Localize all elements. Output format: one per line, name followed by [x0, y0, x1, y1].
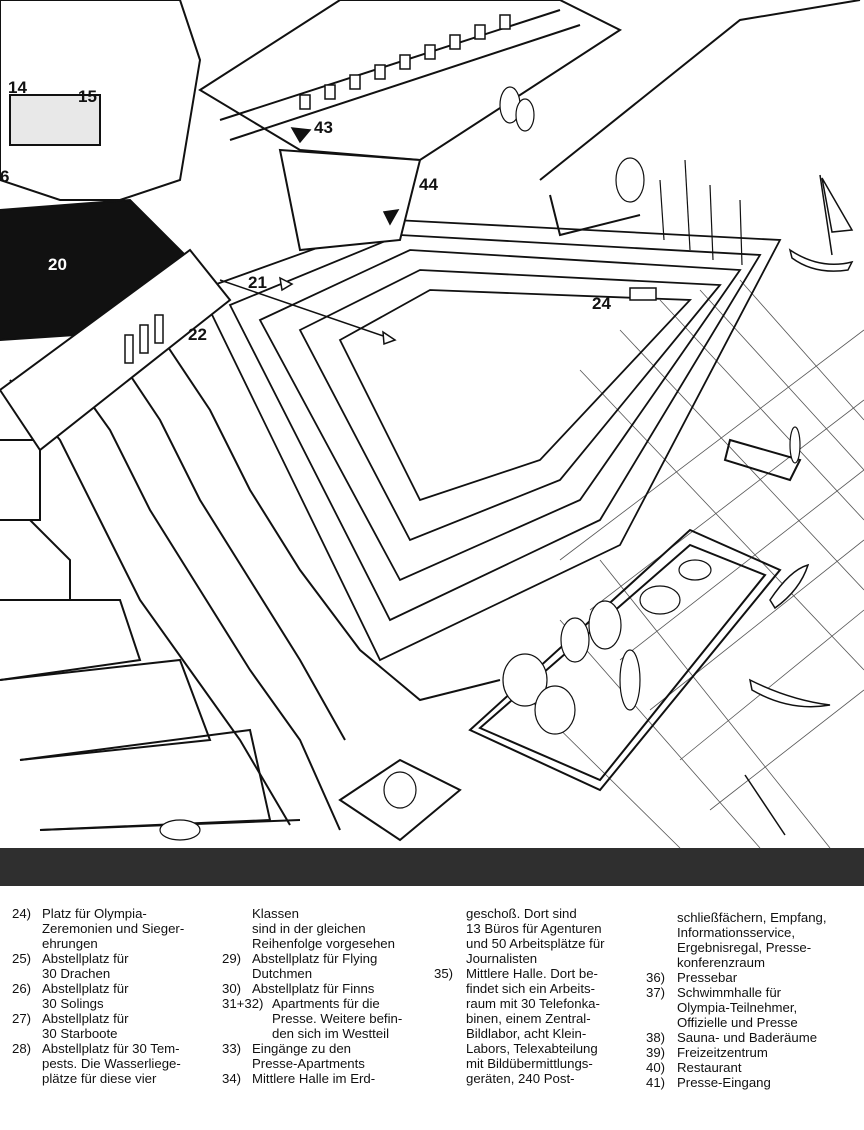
- callout-44: 44: [419, 175, 438, 194]
- legend-entry-35: 35) Mittlere Halle. Dort be- findet sich…: [434, 966, 600, 1086]
- callout-43: 43: [314, 118, 333, 137]
- legend-column-1: 24) Platz für Olympia- Zeremonien und Si…: [12, 906, 217, 1086]
- trees: [159, 86, 801, 841]
- legend-entry-24: 24) Platz für Olympia- Zeremonien und Si…: [12, 906, 185, 951]
- dark-divider-band: [0, 848, 864, 886]
- legend-continuation: schließfächern, Empfang, Informationsser…: [677, 910, 827, 970]
- callout-15: 15: [78, 87, 97, 106]
- callout-14: 14: [8, 78, 27, 97]
- callout-24: 24: [592, 294, 611, 313]
- legend-entry-41: 41) Presse-Eingang: [646, 1075, 771, 1090]
- legend-entry-27: 27) Abstellplatz für 30 Starboote: [12, 1011, 129, 1041]
- legend-column-4: schließfächern, Empfang, Informationsser…: [646, 910, 861, 1090]
- callout-22: 22: [188, 325, 207, 344]
- legend-entry-25: 25) Abstellplatz für 30 Drachen: [12, 951, 129, 981]
- buildings: [0, 0, 861, 452]
- vehicle: [629, 287, 657, 301]
- legend-entry-39: 39) Freizeitzentrum: [646, 1045, 768, 1060]
- flag-poles: [659, 159, 743, 266]
- legend-entry-36: 36) Pressebar: [646, 970, 738, 985]
- legend-continuation: geschoß. Dort sind 13 Büros für Agenture…: [466, 906, 605, 966]
- legend-column-2: Klassen sind in der gleichen Reihenfolge…: [222, 906, 437, 1086]
- legend-entry-40: 40) Restaurant: [646, 1060, 742, 1075]
- legend-continuation: Klassen sind in der gleichen Reihenfolge…: [252, 906, 395, 951]
- legend-entry-33: 33) Eingänge zu den Presse-Apartments: [222, 1041, 365, 1071]
- legend-entry-37: 37) Schwimmhalle für Olympia-Teilnehmer,…: [646, 985, 798, 1030]
- callout-20: 20: [48, 255, 67, 274]
- architectural-illustration: 14 15 6 20 21 22 24 43 44: [0, 0, 864, 848]
- legend-entry-29: 29) Abstellplatz für Flying Dutchmen: [222, 951, 378, 981]
- sailboats: [744, 174, 854, 836]
- legend-entry-26: 26) Abstellplatz für 30 Solings: [12, 981, 129, 1011]
- planter: [338, 438, 802, 842]
- callout-6: 6: [0, 167, 9, 186]
- terrace-steps: [0, 334, 501, 831]
- legend-entry-28: 28) Abstellplatz für 30 Tem- pests. Die …: [12, 1041, 181, 1086]
- callout-21: 21: [248, 273, 267, 292]
- legend-column-3: geschoß. Dort sind 13 Büros für Agenture…: [434, 906, 644, 1086]
- legend-entry-31-32: 31+32) Apartments für die Presse. Weiter…: [222, 996, 403, 1041]
- legend-entry-30: 30) Abstellplatz für Finns: [222, 981, 375, 996]
- legend-entry-34: 34) Mittlere Halle im Erd-: [222, 1071, 376, 1086]
- direction-arrows: [219, 127, 400, 346]
- arcade-windows: [124, 14, 511, 364]
- legend-entry-38: 38) Sauna- und Baderäume: [646, 1030, 818, 1045]
